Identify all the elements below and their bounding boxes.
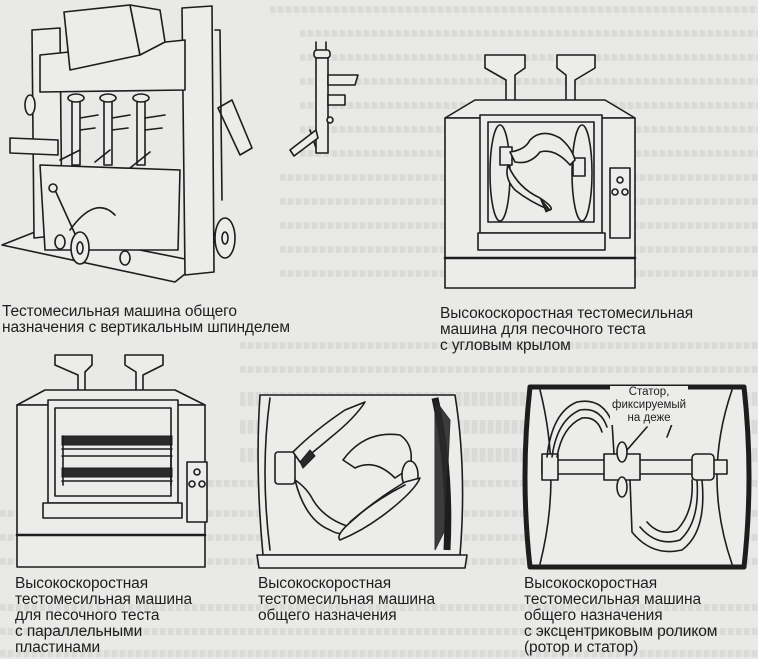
- figure-vertical-spindle-mixer: [0, 0, 280, 290]
- vertical-spindle-mixer-drawing: [0, 0, 280, 290]
- figure-parallel-plates-mixer: [10, 350, 220, 570]
- figure-eccentric-roller-mixer: [522, 382, 754, 572]
- figure-spindle-attachment-detail: [290, 40, 370, 160]
- caption-angled-wing-mixer: Высокоскоростная тестомесильная машина д…: [440, 305, 694, 354]
- caption-vertical-spindle-mixer: Тестомесильная машина общего назначения …: [2, 303, 290, 336]
- parallel-plates-mixer-drawing: [10, 350, 220, 570]
- figure-angled-wing-mixer: [430, 40, 650, 290]
- caption-general-purpose-highspeed-mixer: Высокоскоростная тестомесильная машина о…: [258, 575, 435, 624]
- callout-stator-label: Статор, фиксируемый на деже: [610, 386, 689, 425]
- figure-general-purpose-highspeed-mixer: [255, 390, 470, 570]
- general-purpose-mixer-drawing: [255, 390, 470, 570]
- caption-parallel-plates-mixer: Высокоскоростная тестомесильная машина д…: [15, 575, 192, 656]
- eccentric-roller-mixer-drawing: [522, 382, 754, 572]
- angled-wing-mixer-drawing: [430, 40, 650, 290]
- spindle-attachment-drawing: [290, 40, 370, 160]
- caption-eccentric-roller-mixer: Высокоскоростная тестомесильная машина о…: [524, 575, 718, 656]
